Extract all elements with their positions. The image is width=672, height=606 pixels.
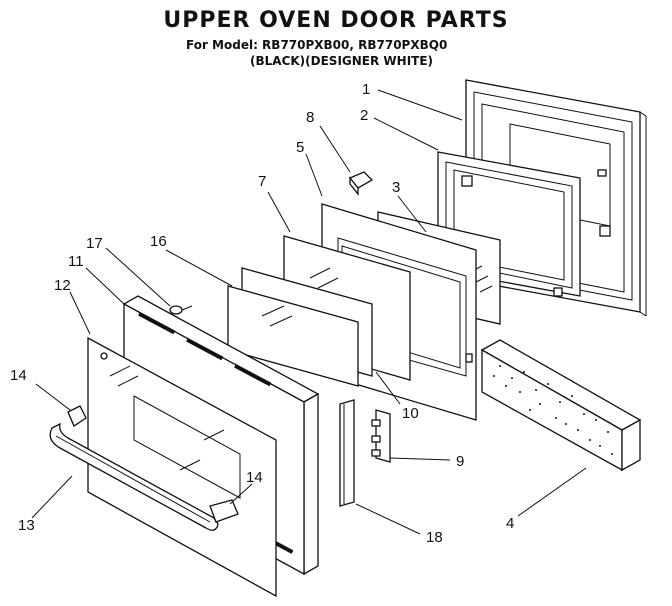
- callout-2: 2: [360, 107, 368, 124]
- part-8-clip: [348, 171, 374, 196]
- callout-8: 8: [306, 109, 314, 126]
- callout-18: 18: [426, 529, 443, 546]
- callout-7: 7: [258, 173, 266, 190]
- callout-labels: 1 2 3 4 5 7 8 9 10 11 12 13 14 14 16 17 …: [10, 81, 514, 546]
- part-12-outer-door-panel: [87, 336, 277, 598]
- callout-14b: 14: [246, 469, 263, 486]
- part-9-bracket: [371, 409, 391, 463]
- diagram-title: UPPER OVEN DOOR PARTS: [163, 8, 509, 33]
- callout-14a: 14: [10, 367, 27, 384]
- callout-5: 5: [296, 139, 304, 156]
- callout-13: 13: [18, 517, 35, 534]
- callout-17: 17: [86, 235, 103, 252]
- callout-16: 16: [150, 233, 167, 250]
- model-line: For Model: RB770PXB00, RB770PXBQ0: [186, 38, 448, 52]
- part-17-screw: [169, 305, 193, 315]
- part-13-door-handle: [49, 422, 219, 531]
- leader-lines: [31, 89, 587, 535]
- part-16-glass-panel: [227, 267, 373, 387]
- callout-3: 3: [392, 179, 400, 196]
- insulation-texture: [493, 365, 613, 455]
- frame-vent-slots: [138, 312, 294, 554]
- callout-11: 11: [68, 253, 84, 270]
- callout-4: 4: [506, 515, 514, 532]
- part-4-insulation: [480, 339, 642, 472]
- color-line: (BLACK)(DESIGNER WHITE): [250, 54, 434, 68]
- callout-10: 10: [402, 405, 419, 422]
- callout-9: 9: [456, 453, 464, 470]
- callout-1: 1: [362, 81, 370, 98]
- part-14-handle-end-caps: [67, 405, 239, 523]
- callout-12: 12: [54, 277, 71, 294]
- part-18-strip: [339, 399, 355, 507]
